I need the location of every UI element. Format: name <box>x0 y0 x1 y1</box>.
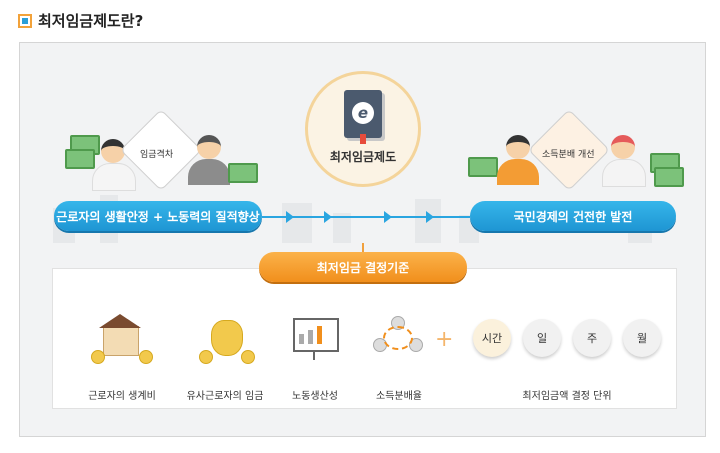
square-bullet-icon <box>18 13 32 28</box>
arrow-right-icon <box>286 211 294 223</box>
money-stack-icon <box>228 163 258 183</box>
arrow-right-icon <box>324 211 332 223</box>
criteria-label-living-cost: 근로자의 생계비 <box>88 391 156 402</box>
worker-person-icon <box>90 139 136 191</box>
worker-person-icon <box>600 135 646 187</box>
unit-hour: 시간 <box>473 319 511 357</box>
criteria-label-similar-wages: 유사근로자의 임금 <box>186 391 264 402</box>
money-bag-icon <box>195 314 255 364</box>
money-stack-icon <box>468 157 498 177</box>
criteria-box: 근로자의 생계비 유사근로자의 임금 노동생산성 소득분배율 + 시간 일 주 … <box>52 268 677 409</box>
money-stack-icon <box>654 167 684 187</box>
criteria-label-income-distribution: 소득분배율 <box>376 391 422 402</box>
worker-person-icon <box>495 135 541 185</box>
minimum-wage-system-label: 최저임금제도 <box>329 150 397 164</box>
growth-chart-icon <box>285 314 345 364</box>
income-distribution-label: 소득분배 개선 <box>542 150 595 160</box>
connector-line <box>362 243 364 253</box>
life-stability-pill: 근로자의 생활안정 + 노동력의 질적향상 <box>54 201 262 231</box>
house-coins-icon <box>91 314 153 364</box>
criteria-label-productivity: 노동생산성 <box>292 391 338 402</box>
national-economy-pill: 국민경제의 건전한 발전 <box>470 201 676 231</box>
money-stack-icon <box>65 149 95 169</box>
diagram-frame: 임금격차 e 최저임금제도 소득분배 개선 근로자의 생활안정 + 노동력의 질… <box>19 42 706 437</box>
unit-day: 일 <box>523 319 561 357</box>
wage-criteria-pill: 최저임금 결정기준 <box>259 252 467 282</box>
page-title: 최저임금제도란? <box>38 12 144 30</box>
arrow-right-icon <box>426 211 434 223</box>
unit-month: 월 <box>623 319 661 357</box>
minimum-wage-system-circle: e 최저임금제도 <box>305 71 421 187</box>
arrow-right-icon <box>384 211 392 223</box>
page-header: 최저임금제도란? <box>18 10 143 31</box>
flow-arrow-line <box>262 216 470 218</box>
plus-icon: + <box>435 327 454 352</box>
wage-unit-label: 최저임금액 결정 단위 <box>522 391 612 402</box>
wage-gap-label: 임금격차 <box>140 150 174 160</box>
book-icon: e <box>344 90 382 144</box>
worker-person-icon <box>186 135 232 185</box>
coin-cycle-icon <box>369 314 429 364</box>
unit-week: 주 <box>573 319 611 357</box>
